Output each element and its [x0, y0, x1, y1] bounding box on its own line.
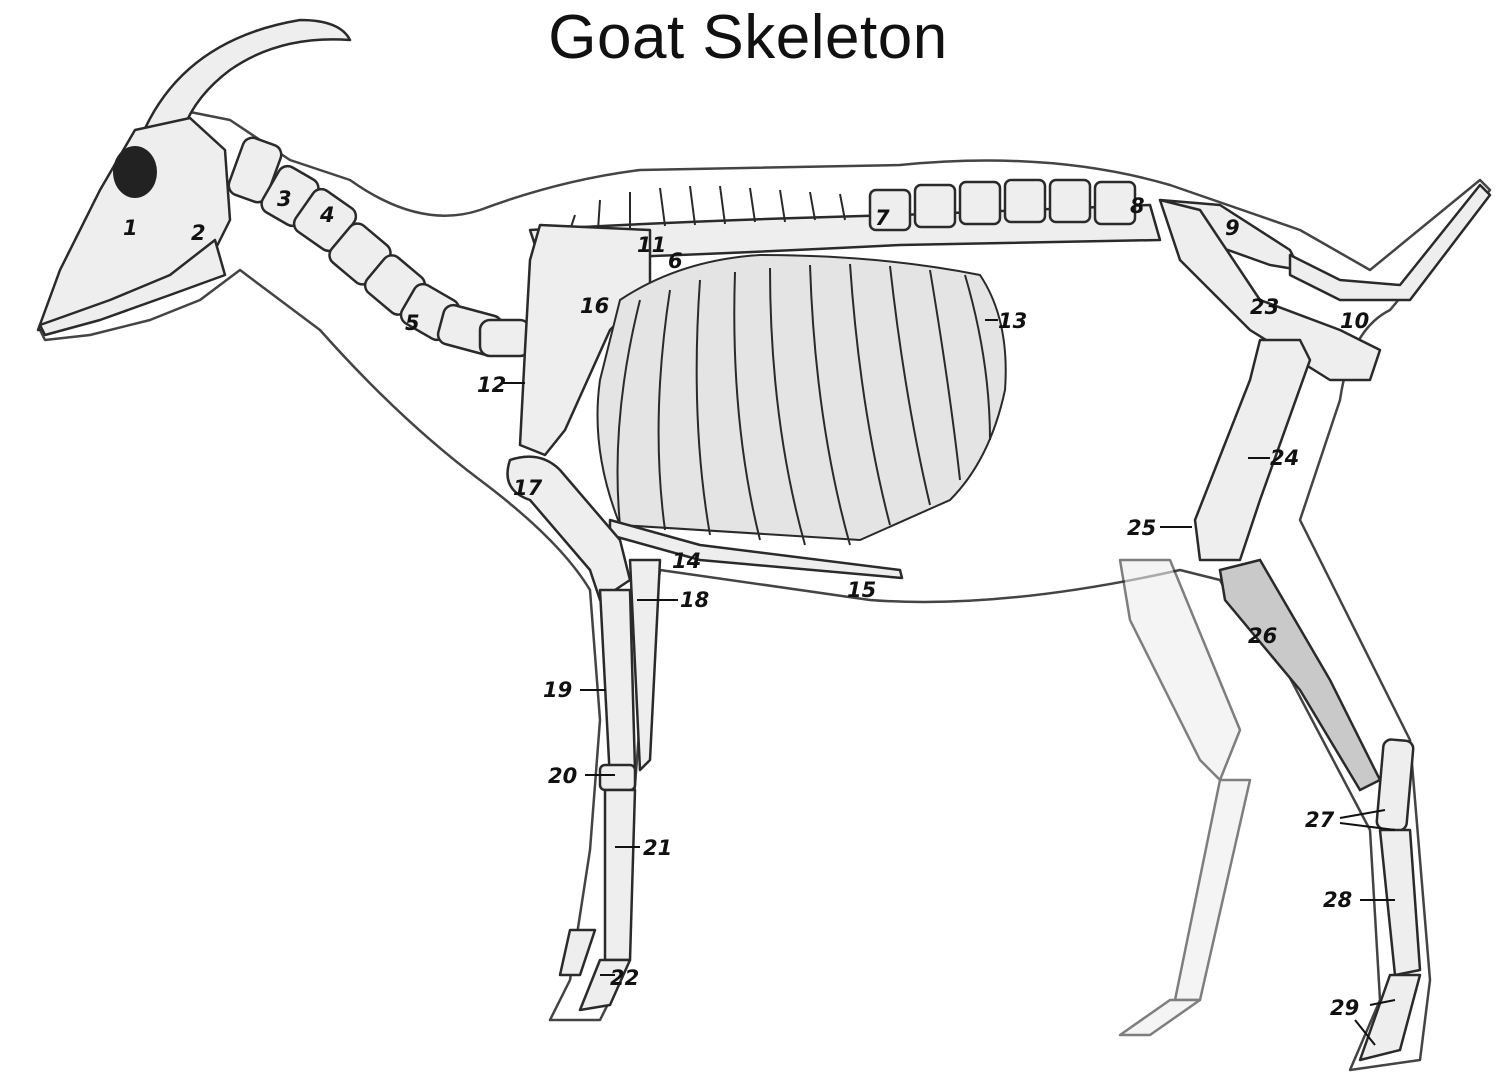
- label-17: 17: [513, 476, 543, 500]
- eye-orbit: [113, 146, 157, 198]
- label-11: 11: [637, 233, 666, 257]
- label-4: 4: [319, 203, 335, 227]
- label-24: 24: [1270, 446, 1299, 470]
- label-5: 5: [405, 311, 420, 335]
- label-6: 6: [668, 249, 683, 273]
- label-1: 1: [123, 216, 138, 240]
- label-21: 21: [643, 836, 672, 860]
- tibia: [1220, 560, 1380, 790]
- label-28: 28: [1323, 888, 1352, 912]
- label-25: 25: [1127, 516, 1156, 540]
- label-22: 22: [610, 966, 639, 990]
- far-hindleg: [1120, 560, 1250, 1035]
- label-2: 2: [191, 221, 206, 245]
- label-12: 12: [477, 373, 506, 397]
- label-10: 10: [1340, 309, 1369, 333]
- label-8: 8: [1130, 194, 1145, 218]
- ribcage: [598, 255, 1006, 545]
- label-16: 16: [580, 294, 609, 318]
- label-29: 29: [1330, 996, 1359, 1020]
- label-9: 9: [1225, 216, 1240, 240]
- label-18: 18: [680, 588, 709, 612]
- label-13: 13: [998, 309, 1027, 333]
- label-7: 7: [875, 206, 890, 230]
- cervical-vertebrae: [226, 135, 530, 357]
- label-23: 23: [1250, 295, 1279, 319]
- label-14: 14: [672, 549, 701, 573]
- label-3: 3: [277, 187, 292, 211]
- label-27: 27: [1305, 808, 1335, 832]
- label-19: 19: [543, 678, 572, 702]
- label-26: 26: [1248, 624, 1277, 648]
- label-20: 20: [548, 764, 577, 788]
- label-15: 15: [847, 578, 876, 602]
